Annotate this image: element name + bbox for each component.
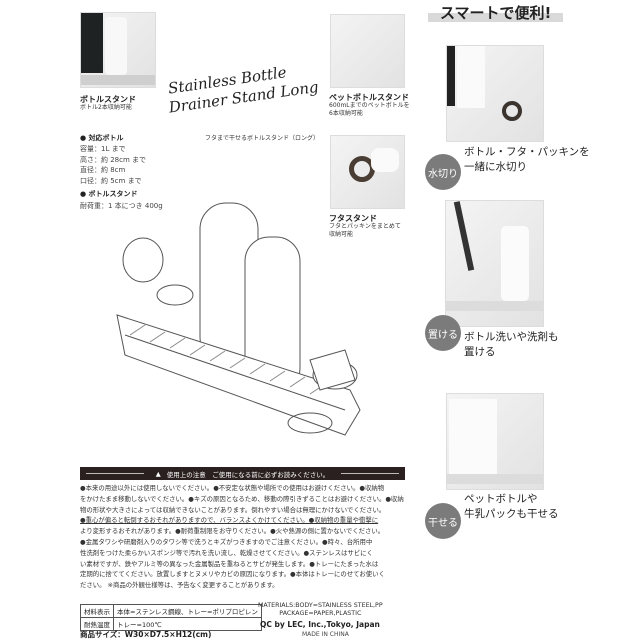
warning-line: 物の形状や大きさによっては収納できないことがあります。倒れやすい場合は無理にかけ… xyxy=(80,505,386,514)
warning-heading-bar: ▲ 使用上の注意 ご使用になる前に必ずお読みください。 xyxy=(80,467,405,480)
table-value: トレー=100℃ xyxy=(113,617,262,631)
spec-item: 口径：約 5cm まで xyxy=(80,176,142,185)
drain-photo xyxy=(446,45,544,142)
caption-line: 牛乳パックも干せる xyxy=(464,508,559,520)
feature-desc: 6本収納可能 xyxy=(329,110,363,117)
materials-en: MATERIALS:BODY=STAINLESS STEEL,PP PACKAG… xyxy=(258,602,383,618)
table-value: 本体=ステンレス鋼線、トレー=ポリプロピレン xyxy=(113,604,262,618)
bottle-stand-photo xyxy=(80,12,156,88)
caption-line: ペットボトルや xyxy=(464,493,538,505)
materials-line: PACKAGE=PAPER,PLASTIC xyxy=(279,610,362,617)
product-subtitle: フタまで干せるボトルスタンド（ロング） xyxy=(205,135,320,142)
spec-item: 容量：1L まで xyxy=(80,145,126,153)
materials-table: 材料表示本体=ステンレス鋼線、トレー=ポリプロピレン 耐熱温度トレー=100℃ xyxy=(80,604,262,631)
warning-line: より変形するおそれがあります。●耐荷重制限をお守りください。●火や熱源の側に置か… xyxy=(80,527,385,536)
warning-line: 定期的に捨ててください。放置しますとヌメリやカビの原因になります。●本体はトレー… xyxy=(80,570,385,579)
product-line-drawing xyxy=(116,202,361,436)
product-script-title: Stainless Bottle Drainer Stand Long xyxy=(165,59,320,118)
spec-heading: ● 対応ボトル xyxy=(80,134,124,142)
feature-title: フタスタンド xyxy=(329,214,377,223)
warning-icon: ▲ xyxy=(155,469,161,478)
spec-item: 直径：約 8cm xyxy=(80,166,126,174)
table-row: 材料表示本体=ステンレス鋼線、トレー=ポリプロピレン xyxy=(80,604,262,618)
lid-stand-photo xyxy=(330,135,405,209)
warning-line: ださい。 ※商品の外観仕様等は、予告なく変更することがあります。 xyxy=(80,581,279,590)
warning-line: ●重心が偏ると転倒するおそれがありますので、バランスよくかけてください。●収納物… xyxy=(80,516,379,525)
feature-desc: フタとパッキンをまとめて xyxy=(329,223,401,230)
warning-heading: 使用上の注意 ご使用になる前に必ずお読みください。 xyxy=(166,470,330,479)
table-label: 耐熱温度 xyxy=(80,617,114,631)
warning-line: い素材ですが、鉄やアルミ等の異なった金属製品を重ねるとサビが発生します。●トレー… xyxy=(80,559,379,568)
badge-dry: 干せる xyxy=(425,503,461,539)
header-bar xyxy=(428,13,563,22)
feature-title: ペットボトルスタンド xyxy=(329,93,409,102)
spec-item: 高さ：約 28cm まで xyxy=(80,155,147,164)
table-row: 耐熱温度トレー=100℃ xyxy=(80,617,262,631)
caption-line: 一緒に水切り xyxy=(464,161,527,173)
spec-heading: ● ボトルスタンド xyxy=(80,190,138,198)
maker: QC by LEC, Inc.,Tokyo, Japan xyxy=(260,620,380,629)
product-size: 商品サイズ：W30×D7.5×H12(cm) xyxy=(80,630,212,639)
place-photo xyxy=(445,200,544,327)
feature-desc: ボトル2本収納可能 xyxy=(80,104,132,111)
materials-line: MATERIALS:BODY=STAINLESS STEEL,PP xyxy=(258,602,383,609)
pet-bottle-stand-photo xyxy=(330,14,405,88)
highlight-caption: ボトル洗いや洗剤も 置ける xyxy=(464,330,559,360)
feature-desc: 収納可能 xyxy=(329,231,354,238)
specs: ● 対応ボトル 容量：1L まで 高さ：約 28cm まで 直径：約 8cm 口… xyxy=(80,132,163,212)
warning-line: ●本来の用途以外には使用しないでください。●不安定な状態や場所での使用はお避けく… xyxy=(80,484,385,492)
table-label: 材料表示 xyxy=(80,604,114,618)
badge-place: 置ける xyxy=(425,315,461,351)
warning-line: をかけたまま移動しないでください。●キズの原因となるため、移動の際引きずることは… xyxy=(80,494,404,503)
feature-desc: 600mLまでのペットボトルを xyxy=(329,102,410,109)
warning-line: ●金属タワシや研磨剤入りのタワシ等で洗うとキズがつきますのでご注意ください。●時… xyxy=(80,537,373,546)
badge-drain: 水切り xyxy=(425,154,461,190)
highlight-caption: ペットボトルや 牛乳パックも干せる xyxy=(464,492,559,522)
caption-line: 置ける xyxy=(464,346,496,358)
caption-line: ボトル洗いや洗剤も xyxy=(464,331,559,343)
caption-line: ボトル・フタ・パッキンを xyxy=(464,146,590,158)
feature-title: ボトルスタンド xyxy=(80,95,136,104)
warning-line: 性洗剤をつけた柔らかいスポンジ等で汚れを洗い流し、乾燥させてください。●ステンレ… xyxy=(80,548,373,557)
spec-item: 耐荷重：1 本につき 400g xyxy=(80,202,163,210)
highlight-caption: ボトル・フタ・パッキンを 一緒に水切り xyxy=(464,145,590,175)
dry-photo xyxy=(446,393,544,490)
header-title: スマートで便利! xyxy=(440,4,552,22)
warning-text: ●本来の用途以外には使用しないでください。●不安定な状態や場所での使用はお避けく… xyxy=(80,483,405,591)
origin: MADE IN CHINA xyxy=(302,631,349,638)
